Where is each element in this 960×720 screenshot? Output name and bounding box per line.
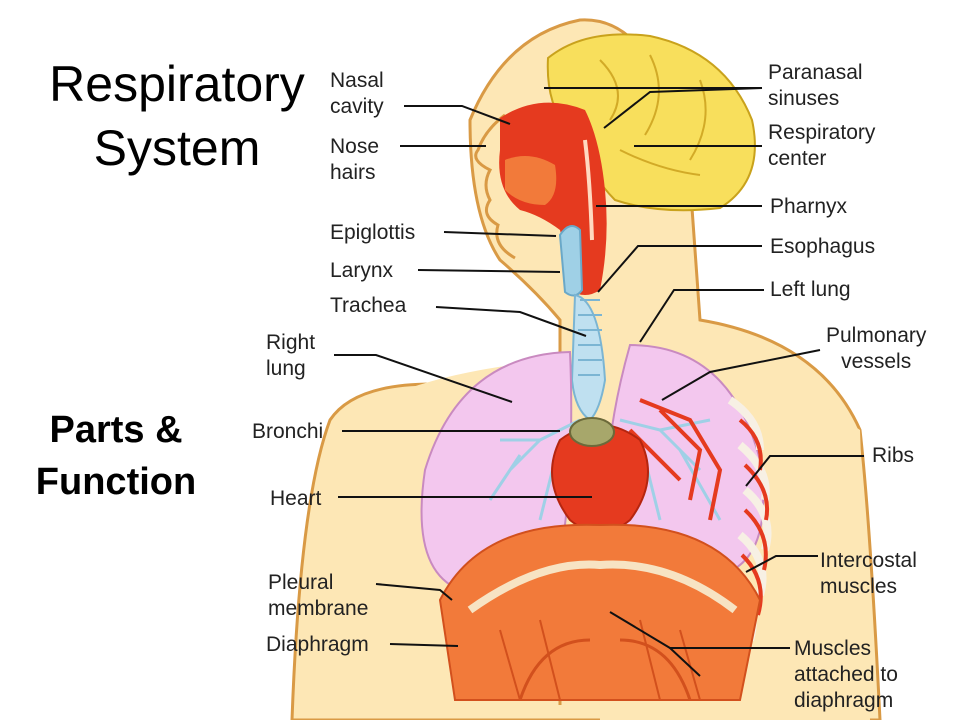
- label-text: Pleural: [268, 571, 334, 594]
- label-text: Larynx: [330, 259, 394, 282]
- upper-airway: [499, 102, 607, 422]
- label-text: Intercostal: [820, 549, 917, 572]
- label-text: Pharnyx: [770, 195, 848, 218]
- label-text: hairs: [330, 161, 376, 184]
- label-text: Heart: [270, 487, 322, 510]
- label-muscles-attached-to-diaphragm: Muscles attached to diaphragm: [794, 636, 898, 714]
- label-heart: Heart: [270, 486, 321, 512]
- label-text: Nose: [330, 135, 380, 158]
- label-text: Diaphragm: [266, 633, 369, 656]
- label-text: Pulmonary: [826, 324, 927, 347]
- label-nasal-cavity: Nasal cavity: [330, 68, 384, 120]
- label-text: Respiratory: [768, 121, 876, 144]
- slide-title-line-2: System: [93, 120, 261, 176]
- slide-title-line-1: Respiratory: [49, 56, 305, 112]
- label-pleural-membrane: Pleural membrane: [268, 570, 368, 622]
- label-esophagus: Esophagus: [770, 234, 875, 260]
- leader-lines: [334, 87, 864, 677]
- label-text: Paranasal: [768, 61, 863, 84]
- label-text: lung: [266, 357, 306, 380]
- slide-subtitle: Parts & Function: [0, 404, 232, 508]
- label-text: muscles: [820, 575, 898, 598]
- label-text: Nasal: [330, 69, 384, 92]
- label-text: sinuses: [768, 87, 840, 110]
- label-left-lung: Left lung: [770, 277, 851, 303]
- label-pulmonary-vessels: Pulmonary vessels: [826, 323, 926, 375]
- label-epiglottis: Epiglottis: [330, 220, 415, 246]
- label-ribs: Ribs: [872, 443, 914, 469]
- label-text: Ribs: [872, 444, 915, 467]
- label-text: center: [768, 147, 827, 170]
- heart: [551, 417, 649, 534]
- label-pharnyx: Pharnyx: [770, 194, 847, 220]
- label-text: vessels: [841, 350, 912, 373]
- label-text: Esophagus: [770, 235, 876, 258]
- label-right-lung: Right lung: [266, 330, 315, 382]
- intercostal-muscles: [738, 418, 770, 616]
- label-intercostal-muscles: Intercostal muscles: [820, 548, 917, 600]
- label-nose-hairs: Nose hairs: [330, 134, 379, 186]
- label-paranasal-sinuses: Paranasal sinuses: [768, 60, 863, 112]
- label-text: Right: [266, 331, 316, 354]
- diaphragm: [438, 523, 762, 701]
- label-larynx: Larynx: [330, 258, 393, 284]
- label-text: Left lung: [770, 278, 851, 301]
- label-text: Trachea: [330, 294, 407, 317]
- label-text: cavity: [330, 95, 384, 118]
- label-text: attached to: [794, 663, 898, 686]
- slide-subtitle-line-2: Function: [35, 461, 197, 503]
- slide-subtitle-line-1: Parts &: [49, 409, 183, 451]
- label-diaphragm: Diaphragm: [266, 632, 369, 658]
- label-trachea: Trachea: [330, 293, 406, 319]
- label-text: Bronchi: [252, 420, 324, 443]
- slide-title: Respiratory System: [18, 52, 336, 180]
- label-text: Muscles: [794, 637, 872, 660]
- label-text: Epiglottis: [330, 221, 416, 244]
- label-text: membrane: [268, 597, 369, 620]
- label-bronchi: Bronchi: [252, 419, 323, 445]
- label-respiratory-center: Respiratory center: [768, 120, 875, 172]
- label-text: diaphragm: [794, 689, 894, 712]
